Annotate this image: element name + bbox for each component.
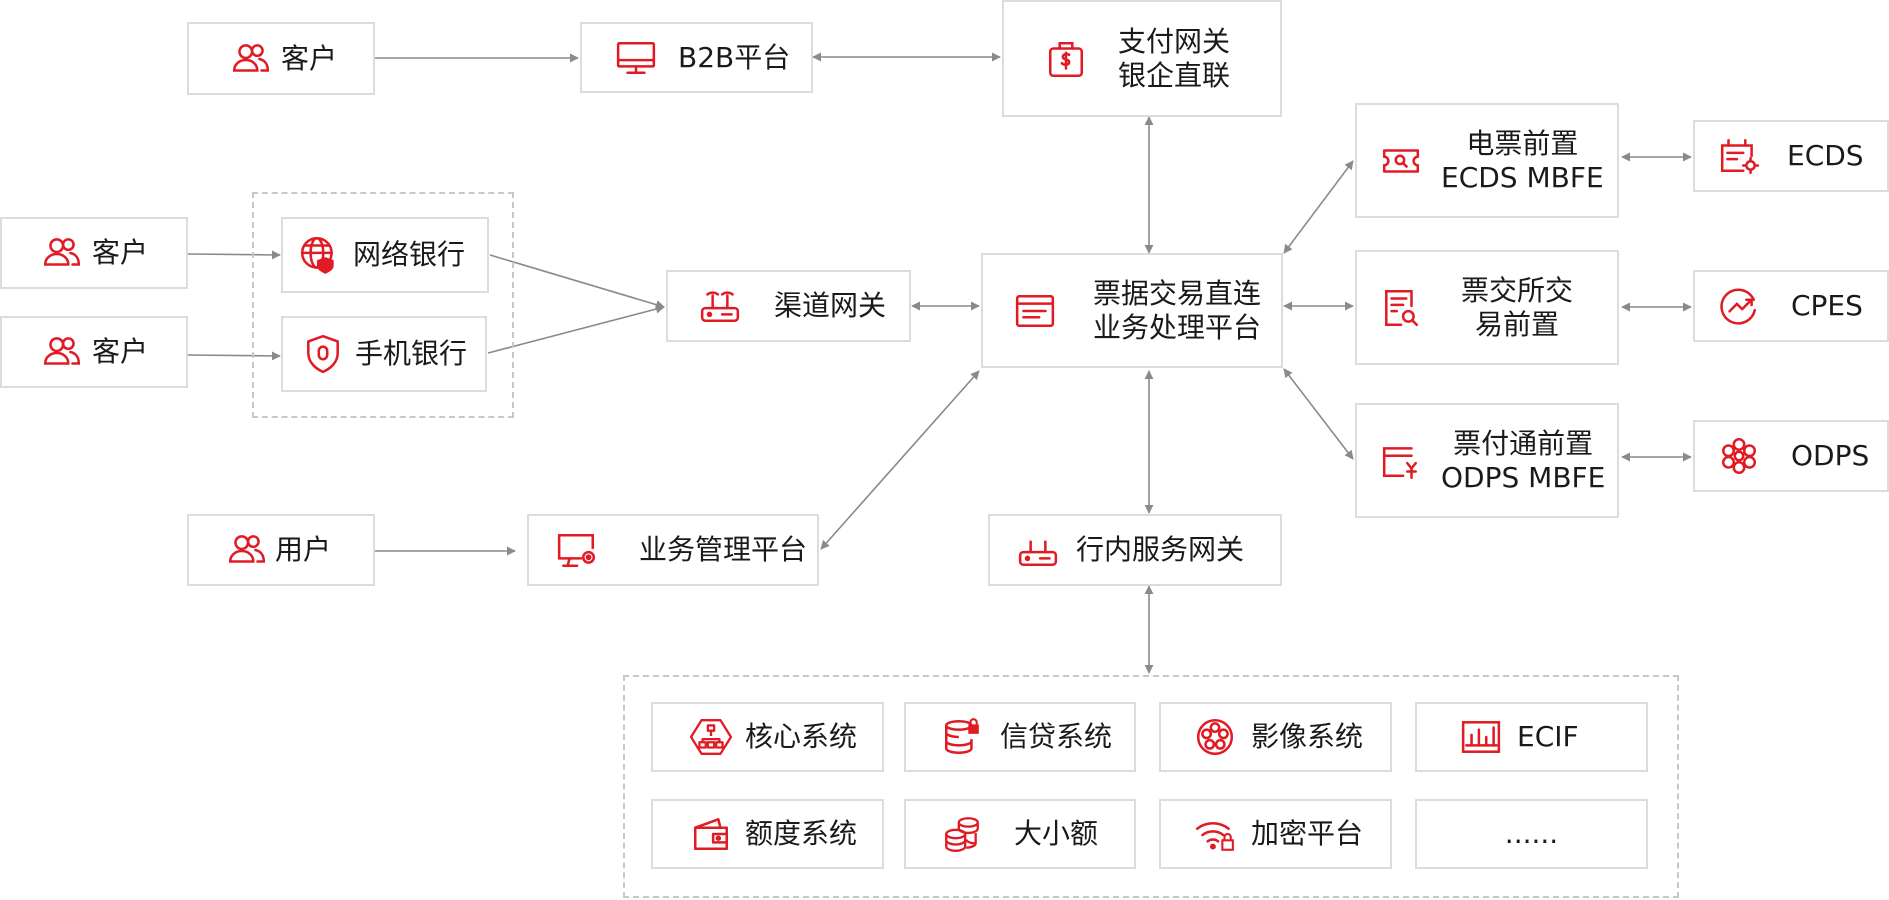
online-banking-node[interactable]: 网络银行	[281, 217, 489, 293]
system-label: 额度系统	[745, 817, 858, 850]
yuan-card-icon	[1379, 439, 1423, 483]
arrow-bizmgmt-bill	[820, 370, 980, 550]
online-banking-label: 网络银行	[353, 238, 466, 271]
backend-systems-group	[623, 675, 1679, 898]
database-lock-icon	[940, 715, 984, 759]
settings-card-icon	[1717, 134, 1761, 178]
biz-mgmt-platform-label: 业务管理平台	[639, 533, 808, 566]
monitor-icon	[614, 36, 658, 80]
channel-group	[252, 192, 514, 418]
mobile-banking-node[interactable]: 手机银行	[281, 316, 487, 392]
shield-icon	[301, 332, 345, 376]
system-quota-node[interactable]: 额度系统	[651, 799, 884, 869]
odps-front-label: 票付通前置 ODPS MBFE	[1441, 426, 1606, 494]
payment-gateway-node[interactable]: 支付网关 银企直联	[1002, 0, 1282, 117]
system-label: 影像系统	[1251, 720, 1364, 753]
system-more-node[interactable]: ......	[1415, 799, 1648, 869]
users-icon	[229, 37, 273, 81]
customer-node-web[interactable]: 客户	[0, 217, 188, 289]
document-search-icon	[1379, 286, 1423, 330]
system-encryption-node[interactable]: 加密平台	[1159, 799, 1392, 869]
arrow-online-channel	[489, 254, 665, 309]
mobile-banking-label: 手机银行	[355, 337, 468, 370]
cpes-label: CPES	[1791, 289, 1863, 322]
ecds-front-label: 电票前置 ECDS MBFE	[1441, 126, 1604, 194]
window-icon	[1013, 289, 1057, 333]
user-node[interactable]: 用户	[187, 514, 375, 586]
internal-gateway-node[interactable]: 行内服务网关	[988, 514, 1282, 586]
monitor-gear-icon	[555, 528, 599, 572]
bill-platform-node[interactable]: 票据交易直连 业务处理平台	[981, 253, 1283, 368]
channel-gateway-label: 渠道网关	[774, 289, 887, 322]
system-label: 大小额	[1014, 817, 1099, 850]
bill-platform-label: 票据交易直连 业务处理平台	[1093, 276, 1262, 344]
customer-label: 客户	[281, 41, 338, 75]
customer-node-top[interactable]: 客户	[187, 22, 375, 95]
users-icon	[40, 330, 84, 374]
odps-label: ODPS	[1791, 439, 1870, 472]
system-label: 核心系统	[745, 720, 858, 753]
arrow-bill-ecds-front	[1283, 160, 1354, 254]
biz-mgmt-platform-node[interactable]: 业务管理平台	[527, 514, 819, 586]
system-image-node[interactable]: 影像系统	[1159, 702, 1392, 772]
users-icon	[40, 231, 84, 275]
ecds-node[interactable]: ECDS	[1693, 120, 1889, 192]
customer-label: 客户	[92, 335, 149, 368]
bar-chart-icon	[1459, 715, 1503, 759]
system-ecif-node[interactable]: ECIF	[1415, 702, 1648, 772]
wallet-icon	[689, 812, 733, 856]
flower-icon	[1717, 434, 1761, 478]
arrow-customer-online	[187, 250, 281, 260]
globe-shield-icon	[297, 233, 341, 277]
trend-circle-icon	[1717, 284, 1761, 328]
customer-label: 客户	[92, 236, 149, 269]
film-reel-icon	[1193, 715, 1237, 759]
system-payment-node[interactable]: 大小额	[904, 799, 1136, 869]
ecds-label: ECDS	[1787, 139, 1864, 172]
exchange-front-node[interactable]: 票交所交 易前置	[1355, 250, 1619, 365]
router-icon	[1016, 528, 1060, 572]
ecds-front-node[interactable]: 电票前置 ECDS MBFE	[1355, 103, 1619, 218]
arrow-mobile-channel	[487, 304, 665, 354]
user-label: 用户	[275, 533, 332, 566]
customer-node-mobile[interactable]: 客户	[0, 316, 188, 388]
payment-gateway-label: 支付网关 银企直联	[1118, 24, 1231, 92]
router-icon	[698, 284, 742, 328]
cpes-node[interactable]: CPES	[1693, 270, 1889, 342]
channel-gateway-node[interactable]: 渠道网关	[666, 270, 911, 342]
hierarchy-hexagon-icon	[689, 715, 733, 759]
ticket-search-icon	[1379, 139, 1423, 183]
arrow-customer-mobile	[187, 351, 281, 361]
system-label: ECIF	[1517, 720, 1579, 753]
more-label: ......	[1504, 817, 1559, 850]
money-bag-icon	[1044, 37, 1088, 81]
odps-front-node[interactable]: 票付通前置 ODPS MBFE	[1355, 403, 1619, 518]
b2b-platform-node[interactable]: B2B平台	[580, 22, 813, 93]
coins-icon	[940, 812, 984, 856]
users-icon	[225, 528, 269, 572]
internal-gateway-label: 行内服务网关	[1076, 533, 1245, 566]
system-label: 信贷系统	[1000, 720, 1113, 753]
system-label: 加密平台	[1251, 817, 1364, 850]
odps-node[interactable]: ODPS	[1693, 420, 1889, 492]
system-core-node[interactable]: 核心系统	[651, 702, 884, 772]
wifi-lock-icon	[1193, 812, 1237, 856]
system-credit-node[interactable]: 信贷系统	[904, 702, 1136, 772]
exchange-front-label: 票交所交 易前置	[1461, 273, 1574, 341]
b2b-platform-label: B2B平台	[678, 40, 791, 74]
arrow-bill-odps-front	[1283, 368, 1354, 460]
